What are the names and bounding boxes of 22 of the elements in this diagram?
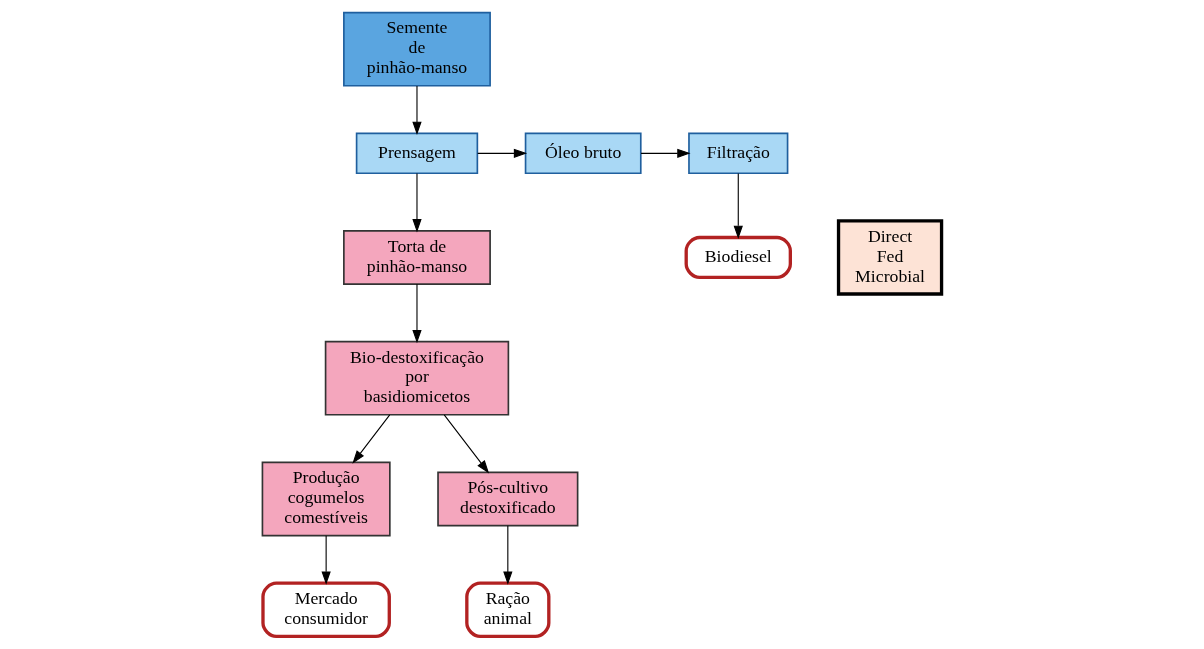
node-box: Direct Fed Microbial <box>836 219 944 296</box>
arrow <box>321 535 331 585</box>
node-box: Produção cogumelos comestíveis <box>261 461 391 537</box>
arrow <box>412 173 422 233</box>
arrow <box>412 85 422 135</box>
arrow <box>503 525 513 585</box>
node-box: Pós-cultivo destoxificado <box>437 471 579 527</box>
node-box: Óleo bruto <box>524 132 642 175</box>
node-box: Torta de pinhão-manso <box>343 230 491 285</box>
node-box: Ração animal <box>465 581 551 639</box>
node-box: Biodiesel <box>684 235 792 280</box>
node-box: Bio-destoxificação por basidiomicetos <box>324 340 510 416</box>
node-box: Prensagem <box>355 132 479 175</box>
arrow <box>412 283 422 344</box>
arrow <box>477 148 528 158</box>
arrow <box>352 414 391 464</box>
node-box: Filtração <box>688 132 789 175</box>
node-box: Mercado consumidor <box>261 581 391 639</box>
arrow <box>640 148 691 158</box>
arrow <box>733 173 743 239</box>
node-box: Semente de pinhão-manso <box>343 11 491 87</box>
arrow <box>443 414 490 474</box>
